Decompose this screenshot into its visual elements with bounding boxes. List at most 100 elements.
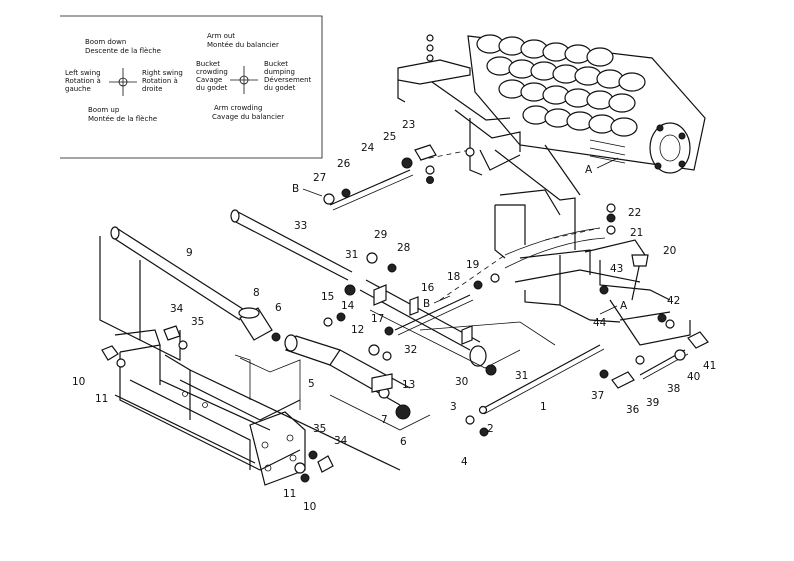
label-part-18: 18	[447, 271, 460, 283]
label-part-27: 27	[313, 172, 326, 184]
label-part-28: 28	[397, 242, 410, 254]
tube-5	[284, 334, 411, 406]
legend-boom-up-en: Boom up	[88, 106, 120, 114]
label-part-37: 37	[591, 390, 604, 402]
legend-boom-down-en: Boom down	[85, 38, 126, 46]
legend-boom-down-fr: Descente de la flèche	[85, 47, 161, 55]
legend-right-swing-3: droite	[142, 85, 162, 93]
label-part-31b: 31	[515, 370, 528, 382]
shaft-33	[230, 209, 353, 281]
label-part-11a: 11	[95, 393, 108, 405]
label-part-31a: 31	[345, 249, 358, 261]
label-part-29: 29	[374, 229, 387, 241]
tube-8	[238, 307, 273, 341]
base-frame-left	[99, 236, 556, 486]
label-part-4: 4	[461, 456, 468, 468]
ref-a-top: A	[585, 164, 593, 176]
label-part-38: 38	[667, 383, 680, 395]
label-part-35b: 35	[313, 423, 326, 435]
legend-arm-out-fr: Montée du balancier	[207, 41, 279, 49]
legend-left-swing-3: gauche	[65, 85, 91, 93]
legend-bucket-dump-3: Déversement	[264, 76, 312, 84]
label-part-17: 17	[371, 313, 384, 325]
ref-a-bottom: A	[620, 300, 628, 312]
legend-bucket-crowd-4: du godet	[196, 84, 228, 92]
legend-left-swing-1: Left swing	[65, 69, 101, 77]
label-part-39: 39	[646, 397, 659, 409]
upper-support-bracket	[397, 59, 691, 346]
label-part-6a: 6	[275, 302, 282, 314]
legend-bucket-dump-1: Bucket	[264, 60, 288, 68]
label-part-24: 24	[361, 142, 375, 154]
label-part-9: 9	[186, 247, 193, 259]
label-part-42: 42	[667, 295, 680, 307]
label-part-44: 44	[593, 317, 607, 329]
label-part-21: 21	[630, 227, 643, 239]
valve-spools	[476, 34, 646, 137]
label-part-20: 20	[663, 245, 676, 257]
label-part-34b: 34	[334, 435, 348, 447]
label-part-43: 43	[610, 263, 623, 275]
label-part-5: 5	[308, 378, 315, 390]
label-part-34a: 34	[170, 303, 184, 315]
part-number-labels: 1 2 3 4 5 6 6 7 8 9 10 10 11 11 12 13 14…	[72, 119, 716, 513]
dashed-leaders	[419, 149, 601, 301]
label-part-10a: 10	[72, 376, 85, 388]
label-part-32: 32	[404, 344, 417, 356]
ref-a-bottom-arrow	[599, 305, 618, 315]
label-part-8: 8	[253, 287, 260, 299]
label-part-15: 15	[321, 291, 334, 303]
rod-16	[394, 294, 474, 336]
shaft-9	[110, 226, 247, 321]
legend-boom-up-fr: Montée de la flèche	[88, 115, 157, 123]
legend-arm-crowd-fr: Cavage du balancier	[212, 113, 284, 121]
ref-b-mid-arrow	[433, 295, 451, 304]
right-lever-cross-icon	[230, 66, 258, 94]
label-part-19: 19	[466, 259, 479, 271]
legend-right-swing-1: Right swing	[142, 69, 183, 77]
label-part-14: 14	[341, 300, 355, 312]
label-part-36: 36	[626, 404, 640, 416]
label-part-25: 25	[383, 131, 396, 143]
legend-bucket-crowd-2: crowding	[196, 68, 228, 76]
label-part-7: 7	[381, 414, 388, 426]
legend-bucket-dump-2: dumping	[264, 68, 295, 76]
legend-left-swing-2: Rotation à	[65, 77, 101, 85]
label-part-1: 1	[540, 401, 547, 413]
legend-arm-crowd-en: Arm crowding	[214, 104, 262, 112]
legend-bucket-crowd-1: Bucket	[196, 60, 220, 68]
hardware	[101, 34, 709, 483]
legend-arm-out-en: Arm out	[207, 32, 235, 40]
control-valve-block	[467, 34, 706, 174]
legend-bucket-crowd-3: Cavage	[196, 76, 222, 84]
label-part-40: 40	[687, 371, 700, 383]
label-part-13: 13	[402, 379, 415, 391]
label-part-26: 26	[337, 158, 351, 170]
pin-20	[631, 254, 649, 301]
control-pattern-legend: Boom down Descente de la flèche Arm out …	[60, 15, 323, 159]
label-part-3: 3	[450, 401, 457, 413]
label-part-16: 16	[421, 282, 435, 294]
ref-b-left: B	[292, 183, 299, 195]
ref-b-left-arrow	[302, 188, 323, 197]
label-part-2: 2	[487, 423, 494, 435]
left-lever-cross-icon	[109, 68, 137, 96]
label-part-22: 22	[628, 207, 641, 219]
label-part-11b: 11	[283, 488, 296, 500]
rod-24	[329, 169, 414, 211]
label-part-23: 23	[402, 119, 415, 131]
label-part-6b: 6	[400, 436, 407, 448]
label-part-41: 41	[703, 360, 716, 372]
label-part-33: 33	[294, 220, 307, 232]
label-part-35a: 35	[191, 316, 204, 328]
label-part-30: 30	[455, 376, 468, 388]
legend-bucket-dump-4: du godet	[264, 84, 296, 92]
label-part-12: 12	[351, 324, 364, 336]
control-rod-1	[479, 344, 605, 415]
ref-a-top-arrow	[596, 157, 619, 169]
ref-b-mid: B	[423, 298, 430, 310]
label-part-10b: 10	[303, 501, 316, 513]
legend-right-swing-2: Rotation à	[142, 77, 178, 85]
reference-letters: A A B B	[292, 157, 628, 315]
